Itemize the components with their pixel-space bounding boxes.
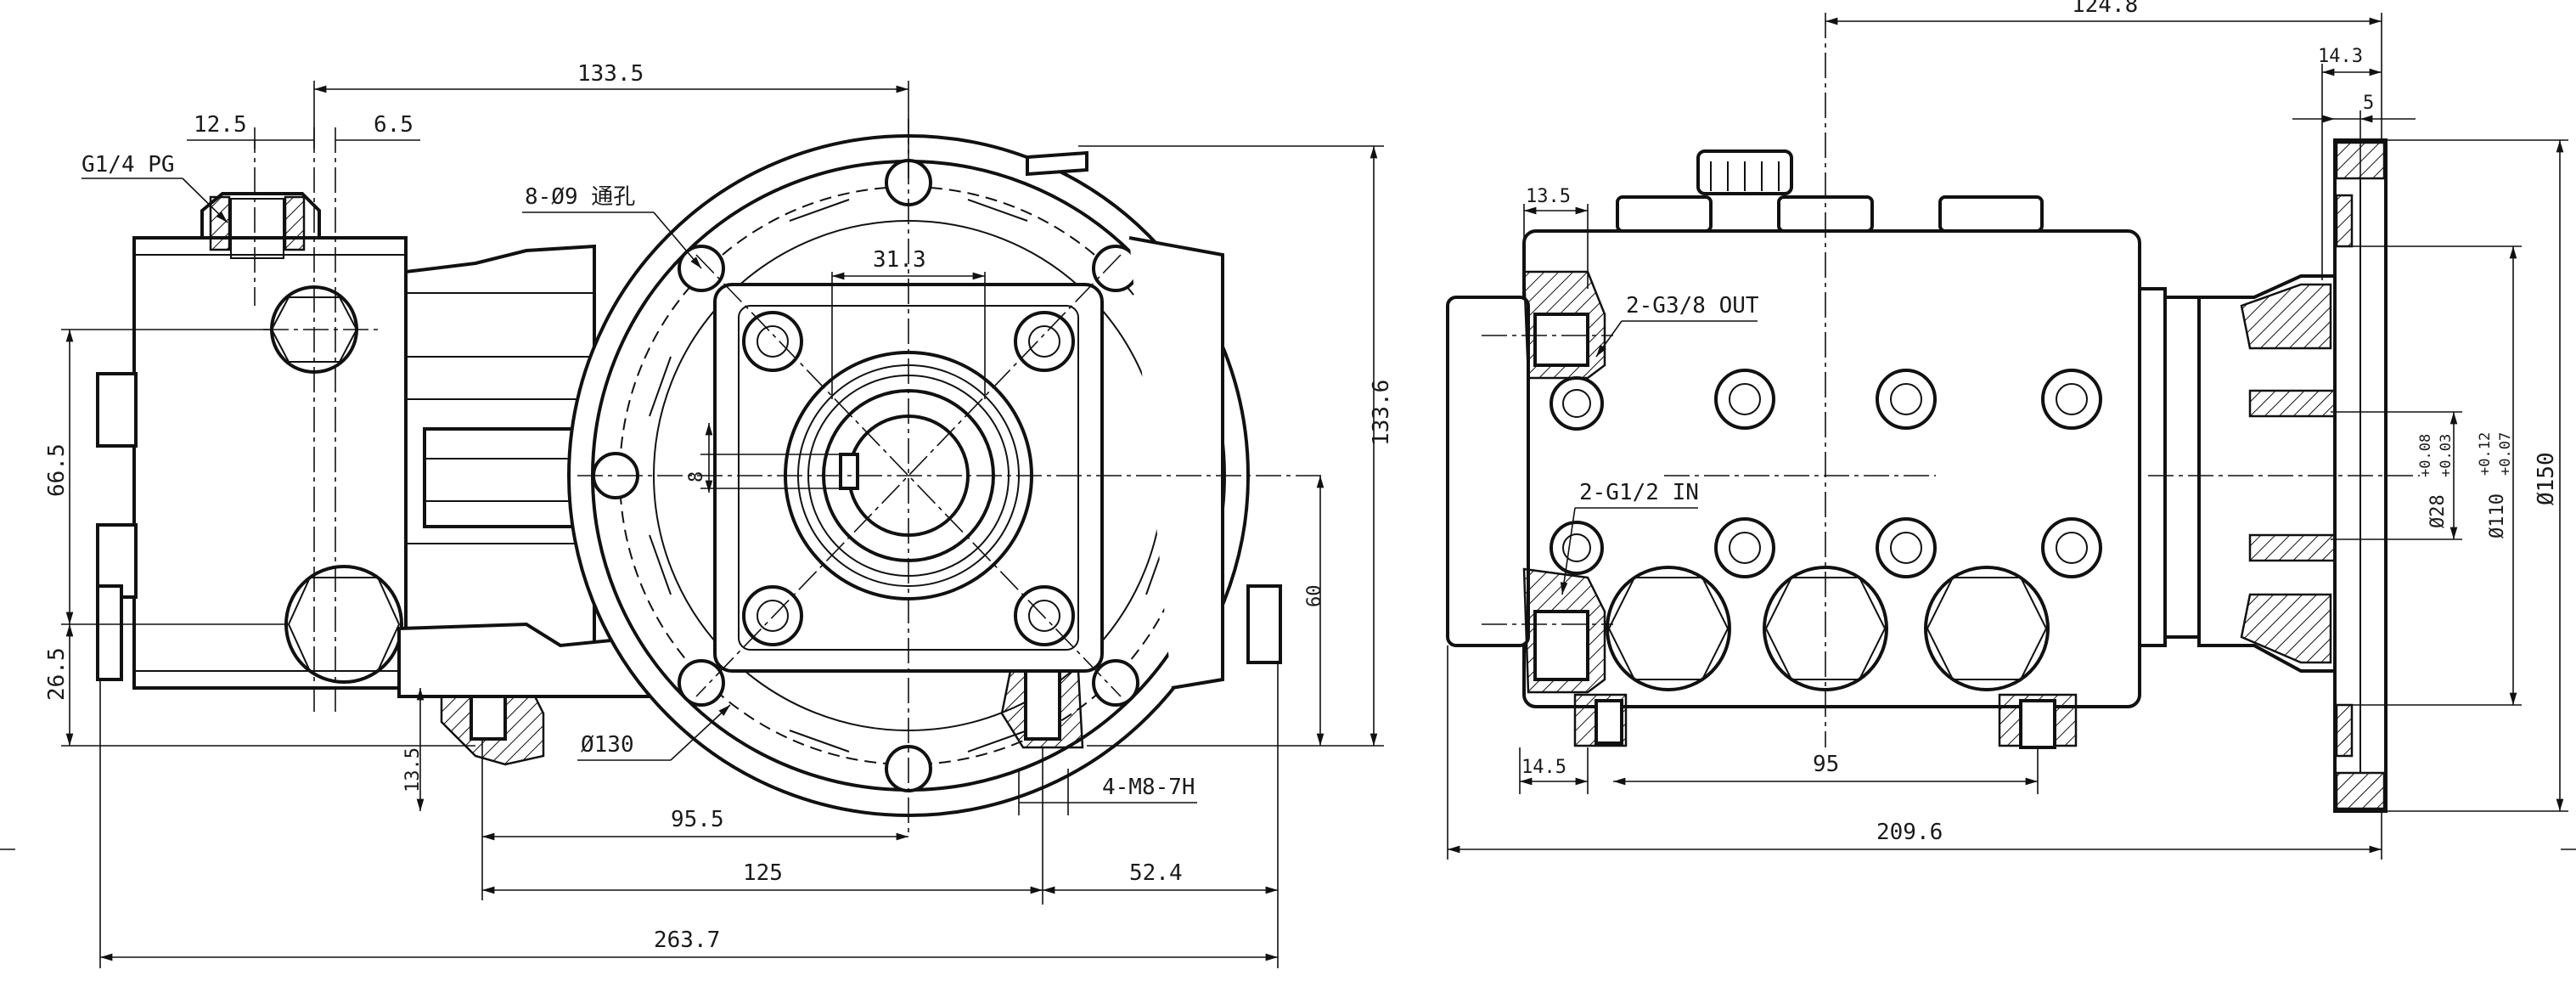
label-in-port: 2-G1/2 IN <box>1579 480 1699 505</box>
dim-dia-110-tol-up: +0.12 <box>2477 432 2494 476</box>
dim-13-5-right: 13.5 <box>1526 186 1571 207</box>
label-8-holes: 8-Ø9 通孔 <box>525 184 635 210</box>
dim-95-5: 95.5 <box>671 807 724 832</box>
dim-dia-110-tol-dn: +0.07 <box>2497 432 2514 476</box>
dim-125: 125 <box>743 860 783 886</box>
dim-31-3: 31.3 <box>873 247 926 273</box>
dim-dia-28: Ø28 <box>2427 494 2449 528</box>
lower-plug <box>284 565 403 684</box>
dim-13-5-left: 13.5 <box>402 747 424 792</box>
label-out-port: 2-G3/8 OUT <box>1626 293 1759 319</box>
dim-14-5: 14.5 <box>1521 757 1566 778</box>
dim-124-8: 124.8 <box>2072 0 2138 18</box>
dim-26-5: 26.5 <box>44 647 70 701</box>
dim-14-3: 14.3 <box>2318 46 2363 67</box>
dim-133-6: 133.6 <box>1369 380 1394 446</box>
dim-8: 8 <box>686 471 707 482</box>
dim-12-5: 12.5 <box>194 112 247 138</box>
dim-dia-110: Ø110 <box>2487 493 2508 538</box>
valve-plugs <box>1606 566 2050 691</box>
dim-263-7: 263.7 <box>654 927 720 953</box>
label-dia-130: Ø130 <box>581 732 634 758</box>
dim-95: 95 <box>1813 752 1839 777</box>
dim-60: 60 <box>1304 585 1325 608</box>
label-g14-pg: G1/4 PG <box>82 152 175 178</box>
dim-52-4: 52.4 <box>1129 860 1183 886</box>
dim-6-5: 6.5 <box>374 112 413 138</box>
dim-dia-28-tol-up: +0.08 <box>2417 434 2434 477</box>
left-side-view: 133.5 12.5 6.5 G1/4 PG 8-Ø9 通孔 31.3 8 13… <box>44 61 1394 968</box>
dim-5: 5 <box>2363 93 2374 114</box>
label-4-m8: 4-M8-7H <box>1102 775 1195 800</box>
manifold-bolts <box>1550 369 2102 578</box>
dim-dia-28-tol-dn: +0.03 <box>2438 434 2455 477</box>
dim-dia-150: Ø150 <box>2534 452 2559 505</box>
dim-66-5: 66.5 <box>44 443 70 497</box>
dim-133-5: 133.5 <box>577 61 644 87</box>
dim-209-6: 209.6 <box>1876 820 1943 845</box>
right-front-view: 124.8 14.3 5 13.5 2-G3/8 OUT 2-G1/2 IN 1… <box>1446 0 2568 860</box>
